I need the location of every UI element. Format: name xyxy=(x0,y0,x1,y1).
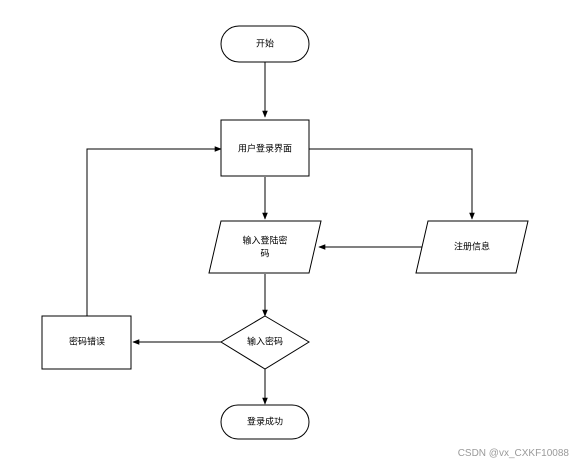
password-error-process-shape xyxy=(41,315,132,370)
input-credentials-label-line1: 输入登陆密 xyxy=(242,235,287,247)
node-register-info: 注册信息 xyxy=(415,220,529,274)
edge-login-to-register xyxy=(309,148,475,220)
register-info-label: 注册信息 xyxy=(454,241,490,253)
start-terminator-shape xyxy=(220,25,310,63)
node-start: 开始 xyxy=(220,25,310,63)
login-screen-process-shape xyxy=(220,119,310,177)
password-error-label: 密码错误 xyxy=(69,336,105,348)
edge-error-to-login xyxy=(86,146,222,316)
login-screen-label: 用户登录界面 xyxy=(238,143,292,155)
input-credentials-io-shape xyxy=(208,220,322,274)
login-success-label: 登录成功 xyxy=(247,416,283,428)
node-login-success: 登录成功 xyxy=(220,404,310,440)
check-password-label: 输入密码 xyxy=(247,336,283,348)
node-input-credentials: 输入登陆密 码 xyxy=(208,220,322,274)
register-info-io-shape xyxy=(415,220,529,274)
input-credentials-label-line2: 码 xyxy=(260,249,269,260)
login-success-terminator-shape xyxy=(220,404,310,440)
watermark-text: CSDN @vx_CXKF10088 xyxy=(457,448,569,459)
start-label: 开始 xyxy=(256,38,274,50)
node-check-password: 输入密码 xyxy=(220,315,310,370)
node-password-error: 密码错误 xyxy=(41,315,132,370)
node-login-screen: 用户登录界面 xyxy=(220,119,310,177)
check-password-decision-shape xyxy=(220,315,310,370)
